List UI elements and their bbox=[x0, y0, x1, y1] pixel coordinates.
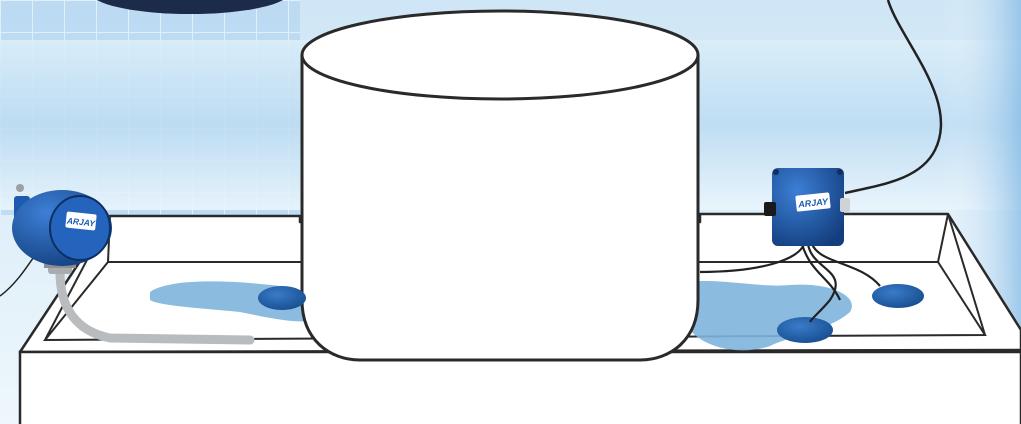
conduit-pipe bbox=[55, 267, 255, 345]
junction-box-icon: ARJAY bbox=[764, 168, 850, 246]
spill-right bbox=[690, 281, 852, 351]
tray-front-face bbox=[18, 350, 1021, 424]
tank-lid bbox=[300, 9, 700, 101]
sensor-wire-4 bbox=[800, 243, 842, 301]
tray-inner-right bbox=[937, 213, 949, 263]
overhead-disc bbox=[96, 0, 284, 14]
level-transmitter-icon: ARJAY bbox=[12, 184, 112, 274]
transmitter-brand: ARJAY bbox=[65, 215, 96, 228]
sensor-wire-3 bbox=[810, 243, 881, 287]
probe-pad-2 bbox=[872, 284, 924, 308]
junction-box-brand: ARJAY bbox=[797, 196, 830, 209]
sensor-wire-2 bbox=[806, 243, 837, 323]
signal-cable bbox=[844, 0, 943, 195]
left-probe-pad bbox=[258, 286, 306, 310]
tank-body bbox=[300, 55, 700, 362]
probe-pad-1 bbox=[777, 317, 833, 343]
tray-inner-right-slope bbox=[947, 213, 986, 336]
